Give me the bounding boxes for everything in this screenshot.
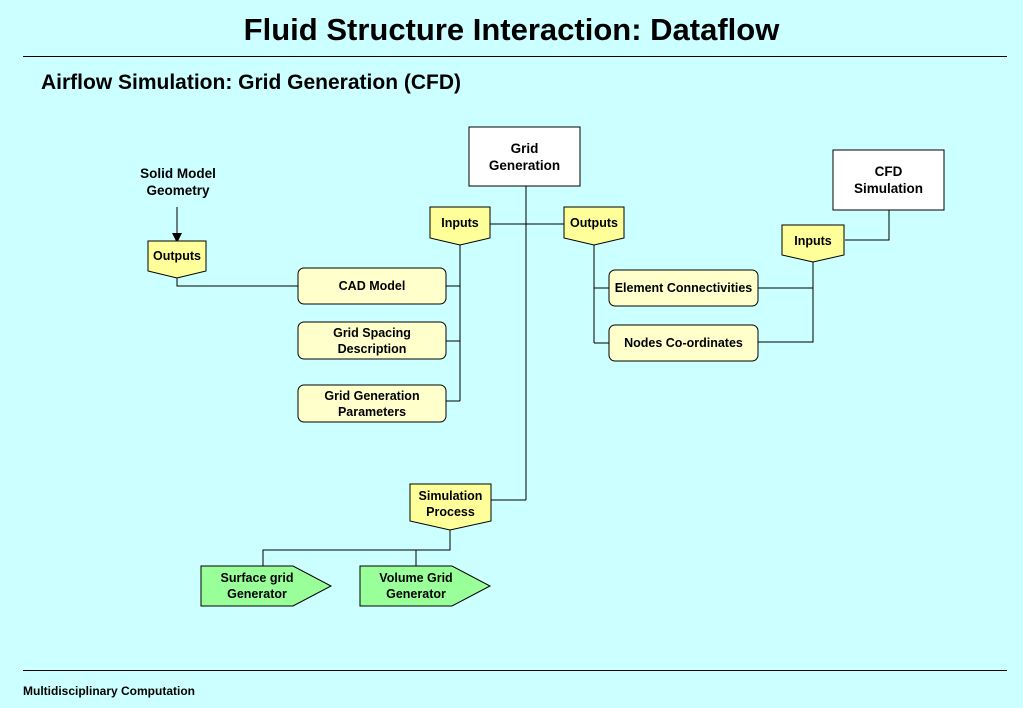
volume-grid-label: Volume Grid Generator <box>379 571 453 601</box>
inputs-tag-right <box>781 224 845 263</box>
inputs-center-label: Inputs <box>441 216 479 230</box>
nodes-coordinates-box <box>608 324 759 362</box>
outputs-tag-center <box>563 206 625 246</box>
cfd-simulation-box <box>832 149 945 211</box>
outputs-center-label: Outputs <box>570 216 618 230</box>
inputs-right-label: Inputs <box>794 234 832 248</box>
grid-spacing-label: Grid Spacing Description <box>333 325 411 356</box>
connector-lines <box>172 186 890 566</box>
grid-generation-label: Grid Generation <box>488 140 561 173</box>
volume-grid-shape <box>359 565 492 607</box>
outputs-left-label: Outputs <box>153 249 201 263</box>
outputs-to-cad-line <box>176 278 298 287</box>
page-title: Fluid Structure Interaction: Dataflow <box>243 12 780 47</box>
grid-spacing-box <box>297 321 447 360</box>
cfd-simulation-label: CFD Simulation <box>853 164 923 196</box>
grid-generation-box <box>468 126 581 187</box>
surface-grid-label: Surface grid Generator <box>220 571 294 601</box>
title-divider <box>23 56 1007 57</box>
surface-grid-shape <box>200 565 333 607</box>
page-subtitle: Airflow Simulation: Grid Generation (CFD… <box>41 71 461 94</box>
footer-text: Multidisciplinary Computation <box>23 684 196 698</box>
element-connectivities-box <box>608 269 759 307</box>
inputs-tag-center <box>429 206 491 246</box>
grid-params-box <box>297 384 447 423</box>
nodes-coordinates-label: Nodes Co-ordinates <box>624 336 743 350</box>
nodes-to-inputs-line <box>758 262 814 343</box>
simulation-process-label: Simulation Process <box>418 489 483 519</box>
solid-model-label: Solid Model Geometry <box>140 166 216 198</box>
cfd-to-inputs-line <box>845 210 890 241</box>
grid-params-label: Grid Generation Parameters <box>324 388 420 419</box>
footer-divider <box>23 670 1007 671</box>
outputs-tag-left <box>147 240 207 279</box>
cad-model-box <box>297 267 447 305</box>
cad-model-label: CAD Model <box>338 279 406 293</box>
process-branch-line <box>262 530 451 566</box>
element-connectivities-label: Element Connectivities <box>614 281 753 295</box>
simulation-process-tag <box>409 483 492 531</box>
